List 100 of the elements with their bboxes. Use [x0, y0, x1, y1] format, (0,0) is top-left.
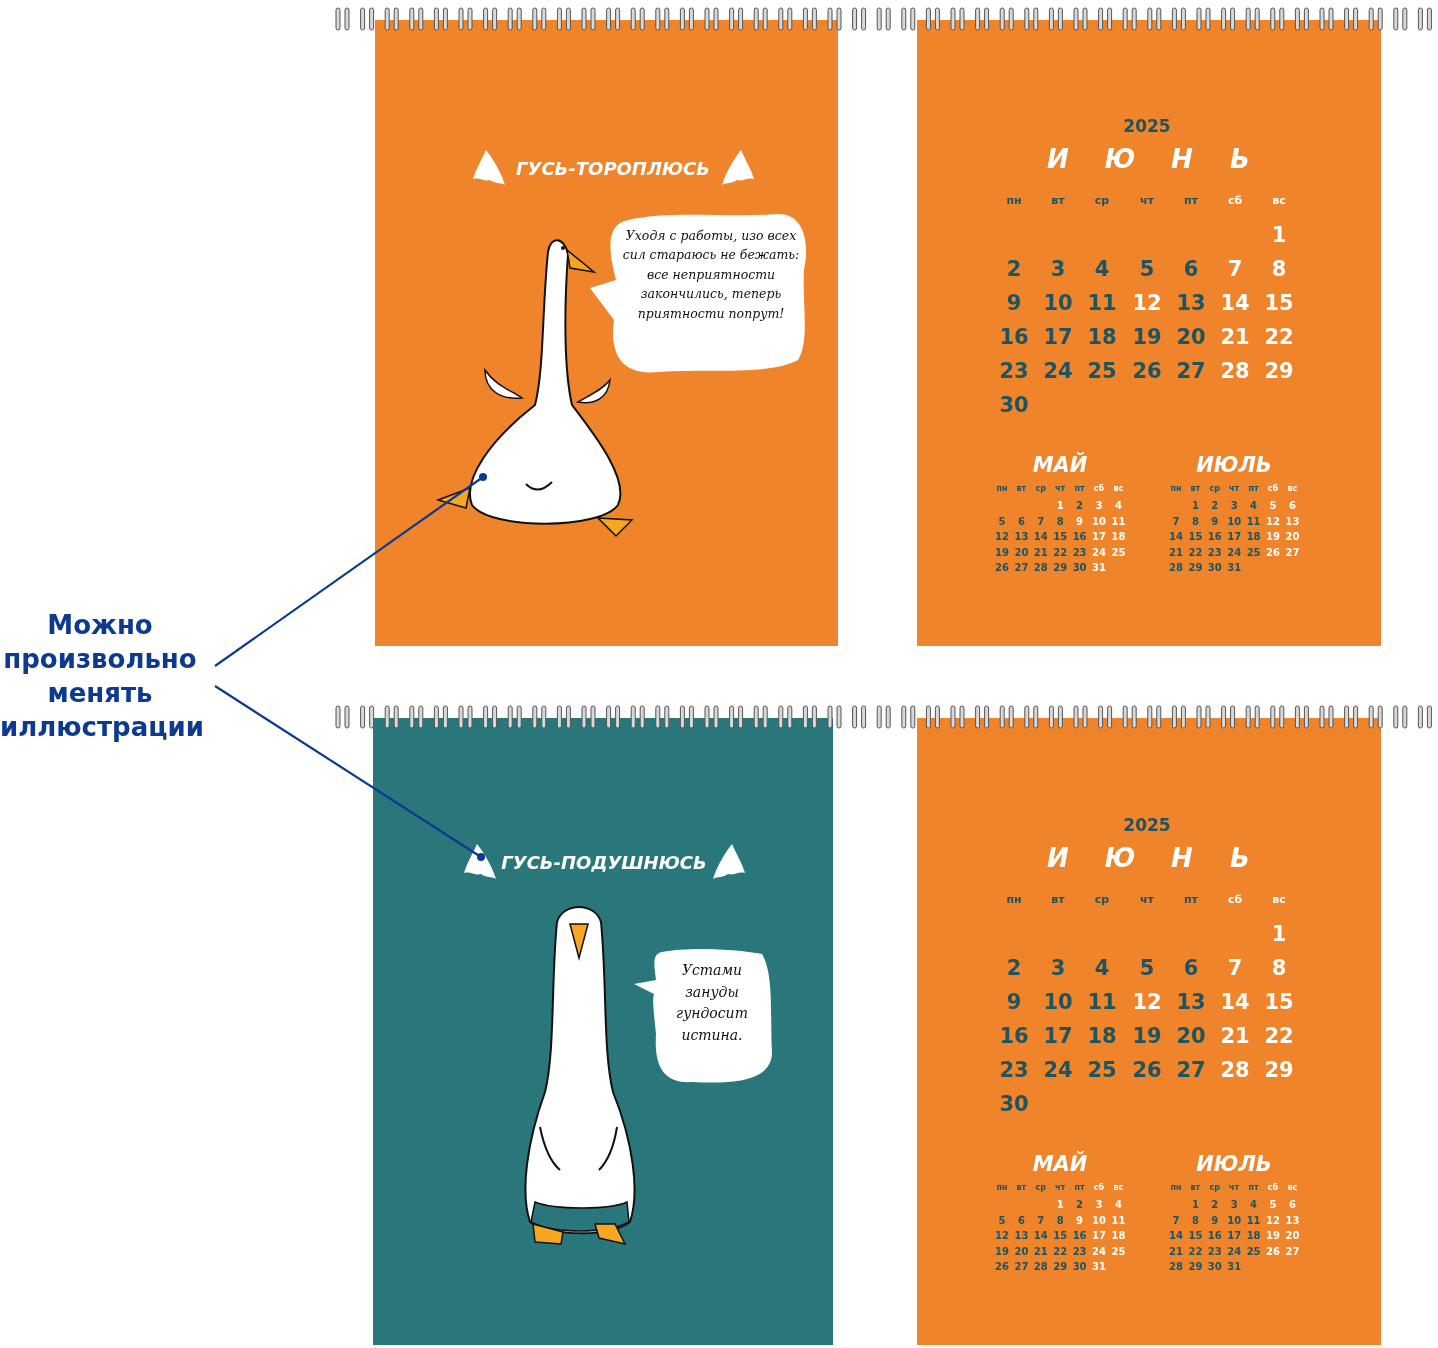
day-number: 8 [1271, 956, 1287, 980]
month-letter: Ь [1230, 144, 1250, 174]
day-number: 2 [1211, 499, 1219, 511]
day-number: 8 [1056, 515, 1064, 526]
day-number: 23 [999, 1058, 1029, 1082]
day-number: 3 [1095, 1198, 1103, 1210]
day-number: 26 [1132, 359, 1162, 383]
day-number: 30 [1072, 1260, 1087, 1272]
day-number: 4 [1114, 499, 1122, 511]
day-number: 20 [1176, 1024, 1206, 1048]
weekday-label: ср [1035, 483, 1047, 493]
day-number: 22 [1053, 546, 1068, 557]
day-number: 6 [1017, 1214, 1025, 1225]
day-number: 26 [995, 1260, 1009, 1272]
day-number: 3 [1050, 257, 1066, 281]
day-number: 28 [1033, 1260, 1048, 1272]
day-number: 29 [1188, 1260, 1203, 1272]
day-number: 11 [1111, 515, 1126, 526]
day-number: 4 [1114, 1198, 1122, 1210]
day-number: 6 [1183, 956, 1199, 980]
day-number: 18 [1111, 1229, 1126, 1241]
day-number: 20 [1176, 325, 1206, 349]
day-number: 5 [1139, 956, 1155, 980]
day-number: 1 [1056, 499, 1064, 511]
weekday-label: пт [1074, 1182, 1085, 1192]
day-number: 30 [999, 1092, 1029, 1116]
day-number: 31 [1227, 1260, 1242, 1272]
day-number: 24 [1227, 1245, 1242, 1256]
day-number: 2 [1076, 499, 1084, 511]
day-number: 14 [1033, 530, 1048, 542]
footprint-icon [463, 843, 497, 881]
day-number: 17 [1043, 325, 1073, 349]
day-number: 5 [998, 1214, 1006, 1225]
weekday-label: пт [1184, 193, 1198, 207]
month-letter: Ю [1104, 843, 1136, 873]
day-number: 3 [1230, 1198, 1238, 1210]
weekday-label: пн [1006, 193, 1022, 207]
day-number: 16 [1072, 530, 1087, 542]
day-number: 20 [1285, 1229, 1300, 1241]
month-letter: Н [1171, 144, 1193, 174]
day-number: 23 [1072, 546, 1087, 557]
weekday-label: сб [1227, 193, 1243, 207]
day-number: 7 [1037, 515, 1045, 526]
day-number: 13 [1285, 1214, 1300, 1225]
day-number: 16 [999, 325, 1029, 349]
day-number: 25 [1087, 1058, 1117, 1082]
day-number: 1 [1191, 1198, 1199, 1210]
day-number: 11 [1087, 291, 1117, 315]
day-number: 18 [1246, 1229, 1261, 1241]
weekday-label: вт [1190, 1182, 1201, 1192]
day-number: 7 [1227, 257, 1243, 281]
day-number: 19 [1266, 1229, 1280, 1241]
weekday-label: вт [1190, 483, 1201, 493]
weekday-label: вс [1113, 483, 1124, 493]
day-number: 16 [1207, 530, 1222, 542]
day-number: 16 [999, 1024, 1029, 1048]
day-number: 8 [1056, 1214, 1064, 1225]
page-title: ГУСЬ-ПОДУШНЮСЬ [501, 851, 707, 873]
day-number: 2 [1076, 1198, 1084, 1210]
day-number: 8 [1191, 1214, 1199, 1225]
day-number: 12 [1266, 515, 1280, 526]
weekday-label: чт [1055, 1182, 1066, 1192]
day-number: 23 [1207, 546, 1222, 557]
weekday-label: вс [1287, 483, 1298, 493]
day-number: 10 [1092, 515, 1106, 526]
day-number: 2 [1006, 257, 1022, 281]
weekday-label: сб [1093, 483, 1105, 493]
page-title: ГУСЬ-ТОРОПЛЮСЬ [516, 157, 710, 179]
speech-text: Уходя с работы, изо всех сил стараюсь не бежать: все неприятности закончились, теперь приятности попрут! [621, 227, 801, 323]
day-number: 21 [1220, 1024, 1250, 1048]
day-number: 21 [1169, 546, 1183, 557]
day-number: 3 [1050, 956, 1066, 980]
day-number: 10 [1043, 990, 1073, 1014]
month-title: МАЙ [1032, 453, 1088, 477]
day-number: 11 [1087, 990, 1117, 1014]
weekday-label: вс [1272, 892, 1286, 906]
day-number: 10 [1092, 1214, 1106, 1225]
day-number: 6 [1017, 515, 1025, 526]
day-number: 25 [1246, 546, 1261, 557]
weekday-label: чт [1140, 193, 1154, 207]
day-number: 11 [1111, 1214, 1126, 1225]
day-number: 18 [1246, 530, 1261, 542]
day-number: 27 [1176, 1058, 1206, 1082]
day-number: 5 [998, 515, 1006, 526]
day-number: 1 [1271, 922, 1287, 946]
day-number: 19 [1266, 530, 1280, 542]
day-number: 28 [1033, 561, 1048, 573]
day-number: 16 [1072, 1229, 1087, 1241]
weekday-label: вт [1051, 193, 1065, 207]
month-letter: И [1047, 843, 1069, 873]
day-number: 26 [995, 561, 1009, 573]
day-number: 23 [999, 359, 1029, 383]
weekday-label: пт [1184, 892, 1198, 906]
day-number: 12 [1132, 291, 1162, 315]
day-number: 17 [1092, 530, 1106, 542]
month-title: МАЙ [1032, 1152, 1088, 1176]
day-number: 18 [1087, 1024, 1117, 1048]
day-number: 4 [1094, 257, 1110, 281]
day-number: 27 [1176, 359, 1206, 383]
day-number: 10 [1227, 515, 1242, 526]
